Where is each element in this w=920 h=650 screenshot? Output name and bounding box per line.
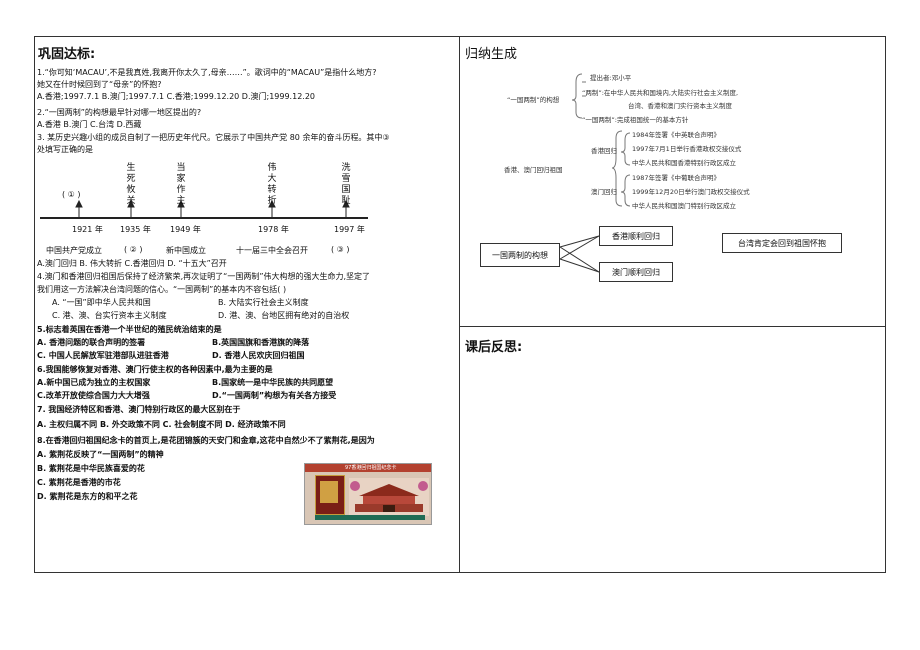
q4-stem-line2: 我们用这一方法解决台湾问题的信心。“一国两制”的基本内不容包括( ) [37, 285, 287, 294]
q2-stem: 2.“一国两制”的构想最早针对哪一地区提出的? [37, 108, 202, 117]
timeline-label-weida: 伟大转折 [267, 163, 277, 206]
timeline-blank-1: ( ① ) [62, 190, 81, 199]
timeline-axis [40, 199, 368, 219]
q2-options: A.香港 B.澳门 C.台湾 D.西藏 [37, 120, 142, 129]
timeline-event-2: ( ② ) [124, 245, 143, 254]
q8-option-b: B. 紫荆花是中华民族喜爱的花 [37, 464, 145, 473]
mindmap-root-concept: “一国两制”的构想 [507, 96, 560, 104]
mindmap-macau-1: 1987年签署《中葡联合声明》 [632, 174, 721, 182]
mindmap-hk-1: 1984年签署《中英联合声明》 [632, 131, 721, 139]
q3-options: A.澳门回归 B. 伟大转折 C.香港回归 D. “十五大”召开 [37, 259, 227, 268]
mindmap-hk-2: 1997年7月1日举行香港政权交接仪式 [632, 145, 742, 153]
q1-stem-line2: 她又在什时候回到了“母亲”的怀抱? [37, 80, 162, 89]
section-title-practice: 巩固达标: [38, 47, 96, 62]
mindmap-macau-2: 1999年12月20日举行澳门政权交接仪式 [632, 188, 750, 196]
column-divider [459, 36, 460, 573]
q4-option-b: B. 大陆实行社会主义制度 [218, 298, 309, 307]
q5-option-c: C. 中国人民解放军驻港部队进驻香港 [37, 351, 169, 360]
q7-stem: 7. 我国经济特区和香港、澳门特别行政区的最大区别在于 [37, 405, 241, 414]
commemorative-card-image: 97香港回归祖国纪念卡 [304, 463, 432, 525]
q6-option-b: B.国家统一是中华民族的共同愿望 [212, 378, 334, 387]
timeline-year-1921: 1921 年 [72, 225, 103, 234]
q7-options: A. 主权归属不同 B. 外交政策不同 C. 社会制度不同 D. 经济政策不同 [37, 420, 286, 429]
timeline-year-1935: 1935 年 [120, 225, 151, 234]
mindmap-hk-3: 中华人民共和国香港特别行政区成立 [632, 159, 736, 167]
q4-option-c: C. 港、澳、台实行资本主义制度 [52, 311, 167, 320]
timeline-event-3: 新中国成立 [166, 246, 206, 255]
timeline-label-shengsi: 生死攸关 [126, 163, 136, 206]
q5-option-d: D. 香港人民欢庆回归祖国 [212, 351, 305, 360]
mindmap-basic-policy: “一国两制”:完成祖国统一的基本方针 [582, 116, 689, 124]
mindmap-macau-return: 澳门回归 [591, 188, 617, 196]
timeline-year-1997: 1997 年 [334, 225, 365, 234]
mindmap-proposer: 提出者:邓小平 [590, 74, 632, 82]
q6-option-d: D.“一国两制”构想为有关各方接受 [212, 391, 337, 400]
diagram-taiwan-box: 台湾肯定会回到祖国怀抱 [722, 233, 842, 253]
timeline-event-1: 中国共产党成立 [46, 246, 102, 255]
q8-option-c: C. 紫荆花是香港的市花 [37, 478, 121, 487]
mindmap-hk-return: 香港回归 [591, 147, 617, 155]
section-title-summary: 归纳生成 [465, 47, 518, 62]
timeline-event-4: 十一届三中全会召开 [236, 246, 308, 255]
diagram-macau-box: 澳门顺利回归 [599, 262, 673, 282]
timeline-event-5: ( ③ ) [331, 245, 350, 254]
q5-option-a: A. 香港问题的联合声明的签署 [37, 338, 146, 347]
q4-option-a: A. “一国”即中华人民共和国 [52, 298, 151, 307]
q1-stem-line1: 1.“你可知‘MACAU’,不是我真姓,我离开你太久了,母亲……”。歌词中的“M… [37, 68, 377, 77]
q1-options: A.香港;1997.7.1 B.澳门;1997.7.1 C.香港;1999.12… [37, 92, 316, 101]
timeline-label-xixue: 洗雪国耻 [341, 163, 351, 206]
mindmap-two-systems-2: 台湾、香港和澳门实行资本主义制度 [628, 102, 732, 110]
timeline-year-1949: 1949 年 [170, 225, 201, 234]
timeline-label-dangjia: 当家作主 [176, 163, 186, 206]
q5-stem: 5.标志着英国在香港一个半世纪的殖民统治结束的是 [37, 325, 222, 334]
timeline-year-1978: 1978 年 [258, 225, 289, 234]
q6-stem: 6.我国能够恢复对香港、澳门行使主权的各种因素中,最为主要的是 [37, 365, 273, 374]
mindmap-root-return: 香港、澳门回归祖国 [504, 166, 563, 174]
diagram-center-box: 一国两制的构想 [480, 243, 560, 267]
q3-stem-line1: 3. 某历史兴趣小组的成员自制了一把历史年代尺。它展示了中国共产党 80 余年的… [37, 133, 390, 142]
q8-option-a: A. 紫荆花反映了“一国两制”的精神 [37, 450, 164, 459]
q3-stem-line2: 处填写正确的是 [37, 145, 93, 154]
q8-stem: 8.在香港回归祖国纪念卡的首页上,是花团锦簇的天安门和金章,这花中自然少不了紫荆… [37, 436, 375, 445]
q5-option-b: B.英国国旗和香港旗的降落 [212, 338, 310, 347]
mindmap-two-systems-1: “两制”:在中华人民共和国境内,大陆实行社会主义制度, [582, 89, 739, 97]
q4-option-d: D. 港、澳、台地区拥有绝对的自治权 [218, 311, 350, 320]
q8-option-d: D. 紫荆花是东方的和平之花 [37, 492, 138, 501]
right-row-divider [459, 326, 886, 327]
q6-option-c: C.改革开放使综合国力大大增强 [37, 391, 150, 400]
section-title-reflection: 课后反思: [465, 340, 523, 355]
diagram-connectors [559, 235, 600, 273]
tiananmen-picture [349, 478, 429, 516]
card-caption: 97香港回归祖国纪念卡 [345, 465, 397, 471]
mindmap-brackets [571, 73, 631, 207]
q6-option-a: A.新中国已成为独立的主权国家 [37, 378, 151, 387]
diagram-hk-box: 香港顺利回归 [599, 226, 673, 246]
worksheet-frame [34, 36, 886, 573]
q4-stem-line1: 4.澳门和香港回归祖国后保持了经济繁荣,再次证明了“一国两制”伟大构想的强大生命… [37, 272, 371, 281]
mindmap-macau-3: 中华人民共和国澳门特别行政区成立 [632, 202, 736, 210]
